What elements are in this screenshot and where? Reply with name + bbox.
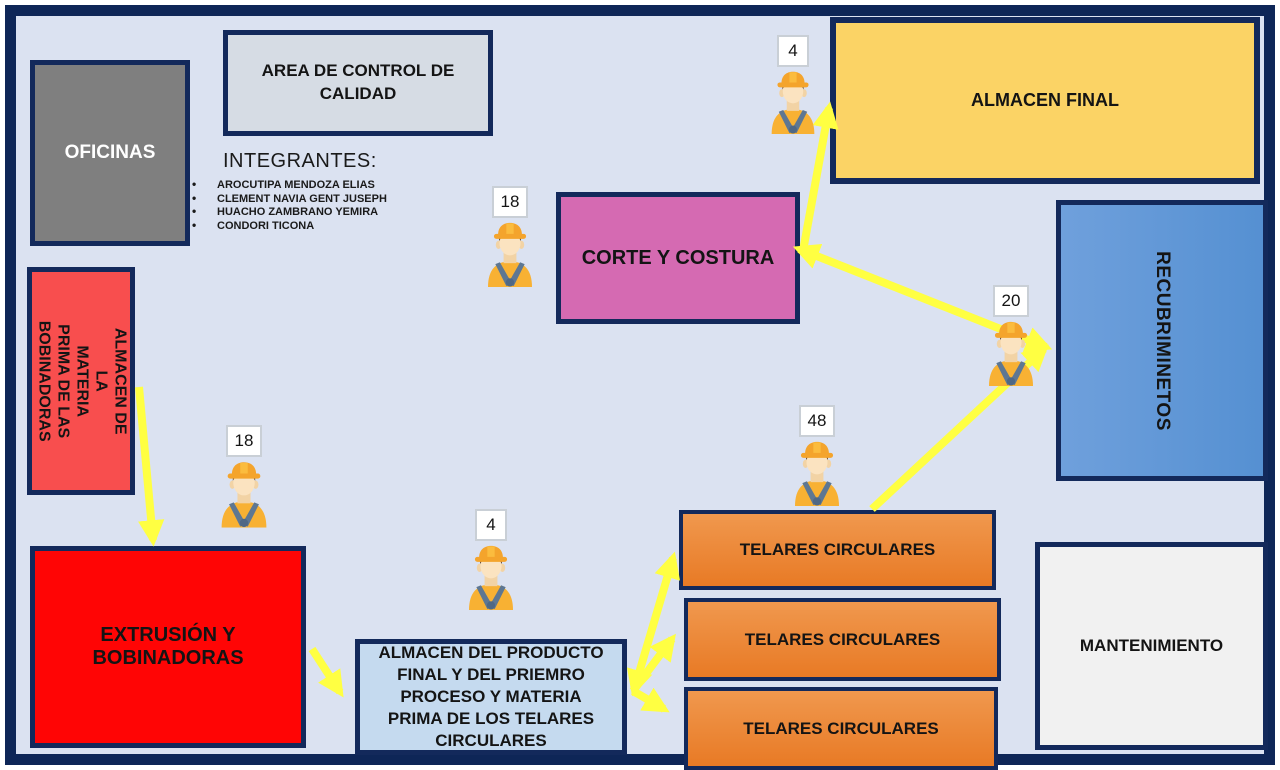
almacen-materia-line: BOBINADORAS <box>35 320 53 442</box>
worker-telares: 48 <box>788 405 846 506</box>
mantenimiento-label: MANTENIMIENTO <box>1079 636 1224 655</box>
integrantes-member: CLEMENT NAVIA GENT JUSEPH <box>190 192 440 207</box>
worker-count-badge: 48 <box>798 405 836 437</box>
worker-almacen-producto: 4 <box>462 509 520 610</box>
worker-count-badge: 18 <box>491 186 529 218</box>
integrantes-heading: INTEGRANTES: <box>223 150 377 172</box>
integrantes-member: CONDORI TICONA <box>190 219 440 234</box>
worker-count-badge: 4 <box>475 509 507 541</box>
area-box-recubriminetos: RECUBRIMINETOS <box>1056 200 1268 481</box>
recubriminetos-label: RECUBRIMINETOS <box>1152 250 1173 431</box>
worker-count-badge: 18 <box>225 425 263 457</box>
worker-corte-costura: 18 <box>481 186 539 287</box>
area-box-control-calidad: AREA DE CONTROL DE CALIDAD <box>223 30 493 136</box>
almacen-producto-label: ALMACEN DEL PRODUCTO FINAL Y DEL PRIEMRO… <box>378 642 604 751</box>
almacen-materia-line: ALMACEN DE LA <box>92 327 129 435</box>
control-calidad-label: AREA DE CONTROL DE CALIDAD <box>261 61 455 103</box>
integrantes-member: HUACHO ZAMBRANO YEMIRA <box>190 205 440 220</box>
telares-2-label: TELARES CIRCULARES <box>744 629 941 649</box>
worker-icon <box>983 320 1039 386</box>
area-box-extrusion-bobinadoras: EXTRUSIÓN Y BOBINADORAS <box>30 546 306 748</box>
area-box-telares-3: TELARES CIRCULARES <box>684 687 998 770</box>
integrantes-list: AROCUTIPA MENDOZA ELIAS CLEMENT NAVIA GE… <box>190 178 440 234</box>
area-box-telares-2: TELARES CIRCULARES <box>684 598 1001 681</box>
telares-3-label: TELARES CIRCULARES <box>743 718 939 738</box>
worker-extrusion: 18 <box>215 425 273 528</box>
almacen-materia-line: MATERIA PRIMA DE LAS <box>54 323 91 439</box>
area-box-almacen-materia-prima: ALMACEN DE LA MATERIA PRIMA DE LAS BOBIN… <box>27 267 135 495</box>
telares-1-label: TELARES CIRCULARES <box>739 540 936 559</box>
worker-count-badge: 4 <box>777 35 809 67</box>
almacen-final-label: ALMACEN FINAL <box>971 90 1119 110</box>
worker-icon <box>766 70 820 134</box>
area-box-almacen-producto: ALMACEN DEL PRODUCTO FINAL Y DEL PRIEMRO… <box>355 639 627 755</box>
area-box-telares-1: TELARES CIRCULARES <box>679 510 996 590</box>
integrantes-member: AROCUTIPA MENDOZA ELIAS <box>190 178 440 193</box>
worker-almacen-final: 4 <box>764 35 822 134</box>
area-box-almacen-final: ALMACEN FINAL <box>830 17 1260 184</box>
area-box-mantenimiento: MANTENIMIENTO <box>1035 542 1268 750</box>
extrusion-label: EXTRUSIÓN Y BOBINADORAS <box>92 624 244 669</box>
worker-recubriminetos: 20 <box>982 285 1040 386</box>
worker-count-badge: 20 <box>992 285 1030 317</box>
area-box-corte-costura: CORTE Y COSTURA <box>556 192 800 324</box>
worker-icon <box>482 221 538 287</box>
worker-icon <box>216 460 272 528</box>
corte-costura-label: CORTE Y COSTURA <box>581 246 775 269</box>
oficinas-label: OFICINAS <box>64 142 156 163</box>
worker-icon <box>463 544 519 610</box>
worker-icon <box>789 440 845 506</box>
area-box-oficinas: OFICINAS <box>30 60 190 246</box>
